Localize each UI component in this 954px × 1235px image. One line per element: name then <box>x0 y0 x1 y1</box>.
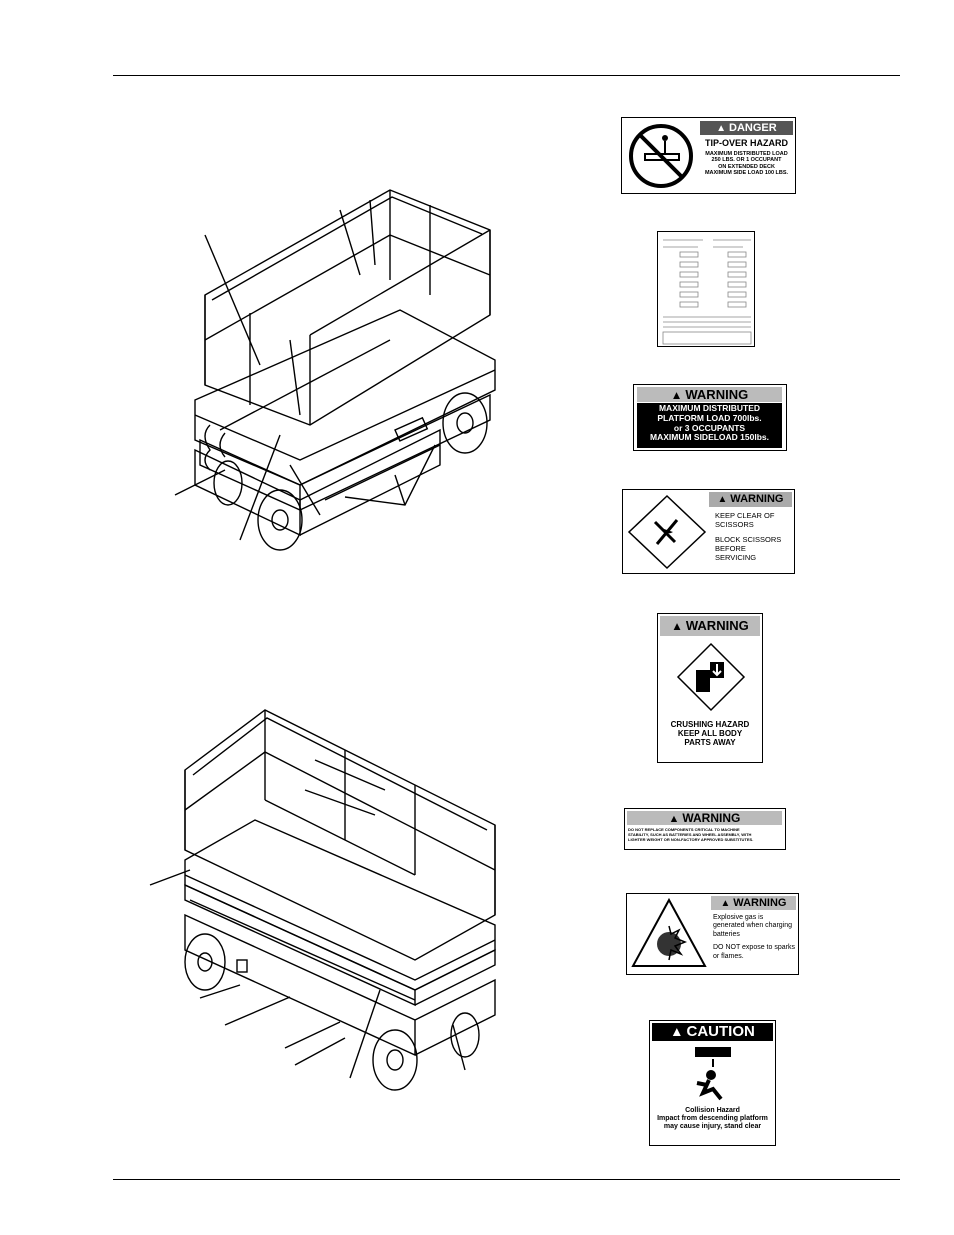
decal-line: may cause injury, stand clear <box>663 1123 762 1131</box>
decal-line: PLATFORM LOAD 700lbs. <box>657 412 762 423</box>
decal-line: KEEP CLEAR OF <box>715 511 775 520</box>
decal-line: ON EXTENDED DECK <box>718 163 775 170</box>
decal-header: ▲CAUTION <box>652 1023 773 1041</box>
decal-line: Impact from descending platform <box>657 1115 768 1123</box>
no-stand-extended-deck-icon <box>629 124 693 188</box>
decal-line: STABILITY, SUCH AS BATTERIES AND WHEEL A… <box>628 832 752 838</box>
explosion-icon <box>631 897 707 967</box>
decal-body: Collision Hazard Impact from descending … <box>652 1107 773 1131</box>
decal-body: KEEP CLEAR OF SCISSORS BLOCK SCISSORS BE… <box>715 511 793 562</box>
decal-line: MAXIMUM SIDELOAD 150lbs. <box>649 432 770 443</box>
decal-line: MAXIMUM DISTRIBUTED <box>658 403 761 413</box>
top-rule <box>113 75 900 76</box>
decal-header: ▲WARNING <box>627 811 782 825</box>
decal-line: PARTS AWAY <box>684 738 736 748</box>
serial-plate-pattern <box>662 239 752 345</box>
crushing-hazard-decal: ▲WARNING CRUSHING HAZARD KEEP ALL BODY P… <box>657 613 763 763</box>
decal-line: 250 LBS. OR 1 OCCUPANT <box>711 157 782 164</box>
decal-header: ▲DANGER <box>700 121 793 135</box>
decal-line: generated when charging <box>713 922 793 930</box>
decal-line: batteries <box>713 930 740 938</box>
decal-line: MAXIMUM SIDE LOAD 100 LBS. <box>704 169 789 176</box>
decal-header: ▲WARNING <box>711 896 796 910</box>
collision-caution-decal: ▲CAUTION Collision Hazard Impact from de… <box>649 1020 776 1146</box>
serial-plate-decal <box>657 231 755 347</box>
platform-load-warning-decal: ▲WARNING MAXIMUM DISTRIBUTED PLATFORM LO… <box>633 384 787 451</box>
decal-line: or 3 OCCUPANTS <box>673 422 746 433</box>
falling-platform-person-icon <box>695 1047 731 1101</box>
decal-line: CRUSHING HAZARD <box>670 720 750 729</box>
decal-line: SCISSORS <box>715 520 754 529</box>
decal-body: MAXIMUM DISTRIBUTED PLATFORM LOAD 700lbs… <box>637 403 782 448</box>
decal-line: BEFORE <box>715 544 746 553</box>
decal-line: or flames. <box>713 952 744 960</box>
decal-line: KEEP ALL BODY <box>677 729 743 739</box>
decal-line: Collision Hazard <box>685 1107 740 1114</box>
decal-line: DO NOT REPLACE COMPONENTS CRITICAL TO MA… <box>628 827 740 832</box>
decal-body: Explosive gas is generated when charging… <box>713 914 798 961</box>
foot-crush-icon <box>676 642 746 712</box>
decal-header: ▲WARNING <box>709 492 792 507</box>
components-warning-decal: ▲WARNING DO NOT REPLACE COMPONENTS CRITI… <box>624 808 786 850</box>
hand-pinch-icon <box>627 494 707 570</box>
decal-header: ▲WARNING <box>637 387 782 402</box>
decal-body: MAXIMUM DISTRIBUTED LOAD 250 LBS. OR 1 O… <box>700 151 793 176</box>
decal-header: ▲WARNING <box>660 616 760 636</box>
decal-body: CRUSHING HAZARD KEEP ALL BODY PARTS AWAY <box>660 720 760 748</box>
decal-title: TIP-OVER HAZARD <box>705 138 788 148</box>
decal-line: SERVICING <box>715 553 757 562</box>
bottom-rule <box>113 1179 900 1180</box>
tipover-danger-decal: ▲DANGER TIP-OVER HAZARD MAXIMUM DISTRIBU… <box>621 117 796 194</box>
battery-warning-decal: ▲WARNING Explosive gas is generated when… <box>626 893 799 975</box>
decal-line: Explosive gas is <box>713 914 764 921</box>
scissor-lift-illustration-top <box>174 189 496 551</box>
scissor-lift-illustration-bottom <box>149 709 496 1091</box>
decal-line: LIGHTER WEIGHT OR NON-FACTORY APPROVED S… <box>628 837 754 843</box>
decal-line: BLOCK SCISSORS <box>715 535 782 544</box>
decal-body: DO NOT REPLACE COMPONENTS CRITICAL TO MA… <box>628 827 785 843</box>
decal-line: MAXIMUM DISTRIBUTED LOAD <box>705 151 788 157</box>
decal-line: DO NOT expose to sparks <box>713 944 795 952</box>
scissors-warning-decal: ▲WARNING KEEP CLEAR OF SCISSORS BLOCK SC… <box>622 489 795 574</box>
